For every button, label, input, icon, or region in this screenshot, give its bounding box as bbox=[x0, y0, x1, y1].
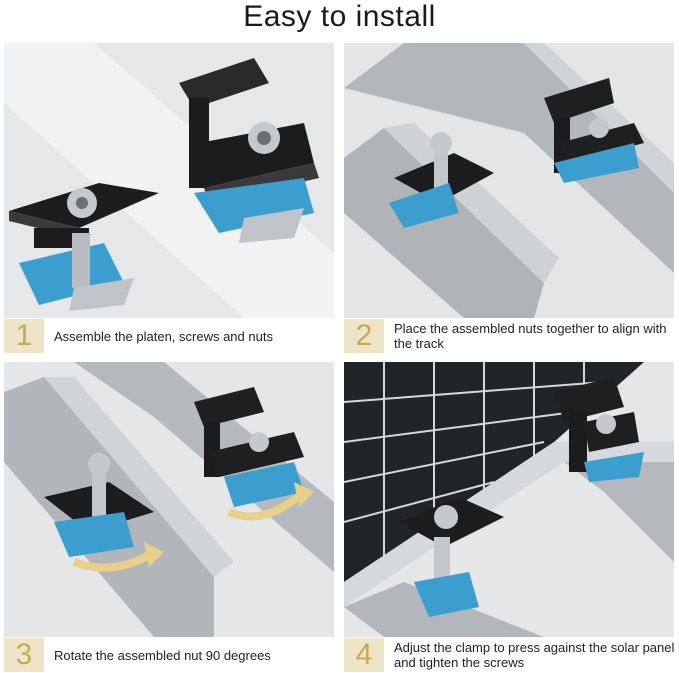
nut-rotation-illustration bbox=[4, 362, 334, 637]
step-caption-text: Adjust the clamp to press against the so… bbox=[394, 640, 675, 670]
clamp-assembly-illustration bbox=[4, 43, 334, 318]
step-1-caption: 1 Assemble the platen, screws and nuts bbox=[4, 318, 334, 354]
page-title: Easy to install bbox=[243, 0, 436, 33]
step-number-badge: 3 bbox=[4, 638, 44, 672]
track-placement-illustration bbox=[344, 43, 674, 318]
step-number-badge: 4 bbox=[344, 638, 384, 672]
end-clamp-illustration bbox=[179, 58, 319, 243]
step-caption-text: Rotate the assembled nut 90 degrees bbox=[54, 647, 271, 663]
step-caption-text: Place the assembled nuts together to ali… bbox=[394, 321, 667, 351]
step-caption-text: Assemble the platen, screws and nuts bbox=[54, 328, 273, 344]
step-3-caption: 3 Rotate the assembled nut 90 degrees bbox=[4, 637, 334, 673]
mid-clamp-illustration bbox=[9, 183, 159, 311]
solar-panel-clamp-illustration bbox=[344, 362, 674, 637]
step-4-caption: 4 Adjust the clamp to press against the … bbox=[344, 637, 676, 673]
step-2-caption: 2 Place the assembled nuts together to a… bbox=[344, 318, 676, 354]
step-4-image bbox=[344, 362, 674, 637]
step-1-image bbox=[4, 43, 334, 318]
step-number-badge: 2 bbox=[344, 319, 384, 353]
step-3-image bbox=[4, 362, 334, 637]
step-2-image bbox=[344, 43, 674, 318]
step-number-badge: 1 bbox=[4, 319, 44, 353]
